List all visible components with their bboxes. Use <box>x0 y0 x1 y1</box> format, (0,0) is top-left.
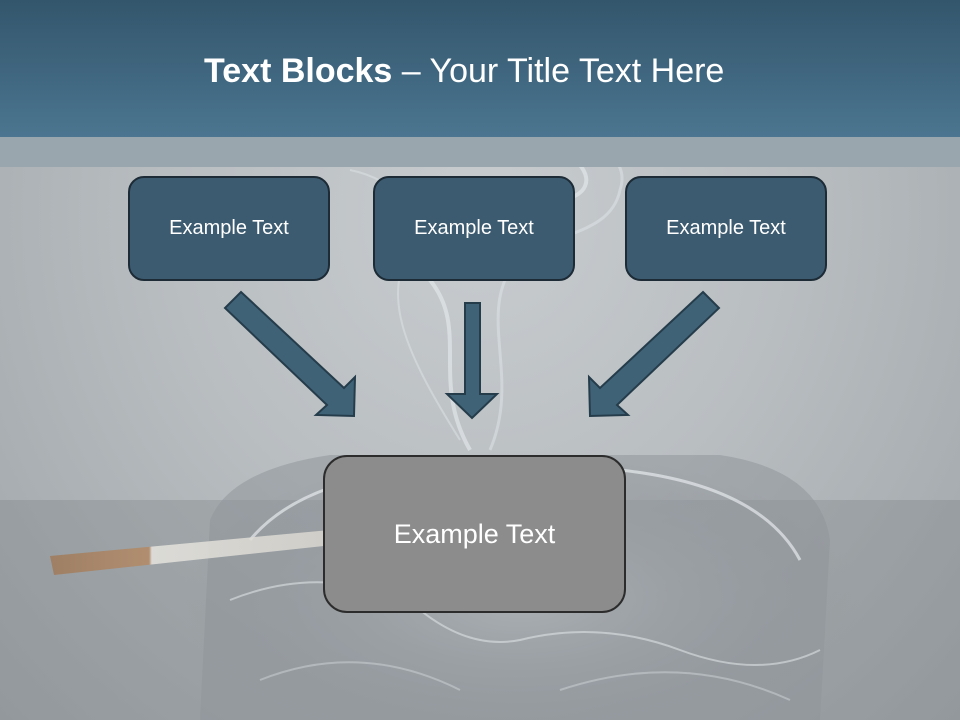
arrow-down-icon <box>444 302 500 420</box>
text-block-center[interactable]: Example Text <box>373 176 575 281</box>
title-bar-strip <box>0 137 960 167</box>
arrow-down-left-icon <box>587 290 721 418</box>
text-block-right[interactable]: Example Text <box>625 176 827 281</box>
slide-title: Text Blocks – Your Title Text Here <box>204 52 724 91</box>
text-block-main[interactable]: Example Text <box>323 455 626 613</box>
text-block-left[interactable]: Example Text <box>128 176 330 281</box>
slide-title-bold: Text Blocks <box>204 52 393 90</box>
slide-title-rest: – Your Title Text Here <box>392 52 725 90</box>
title-bar <box>0 0 960 137</box>
arrow-down-right-icon <box>223 290 357 418</box>
